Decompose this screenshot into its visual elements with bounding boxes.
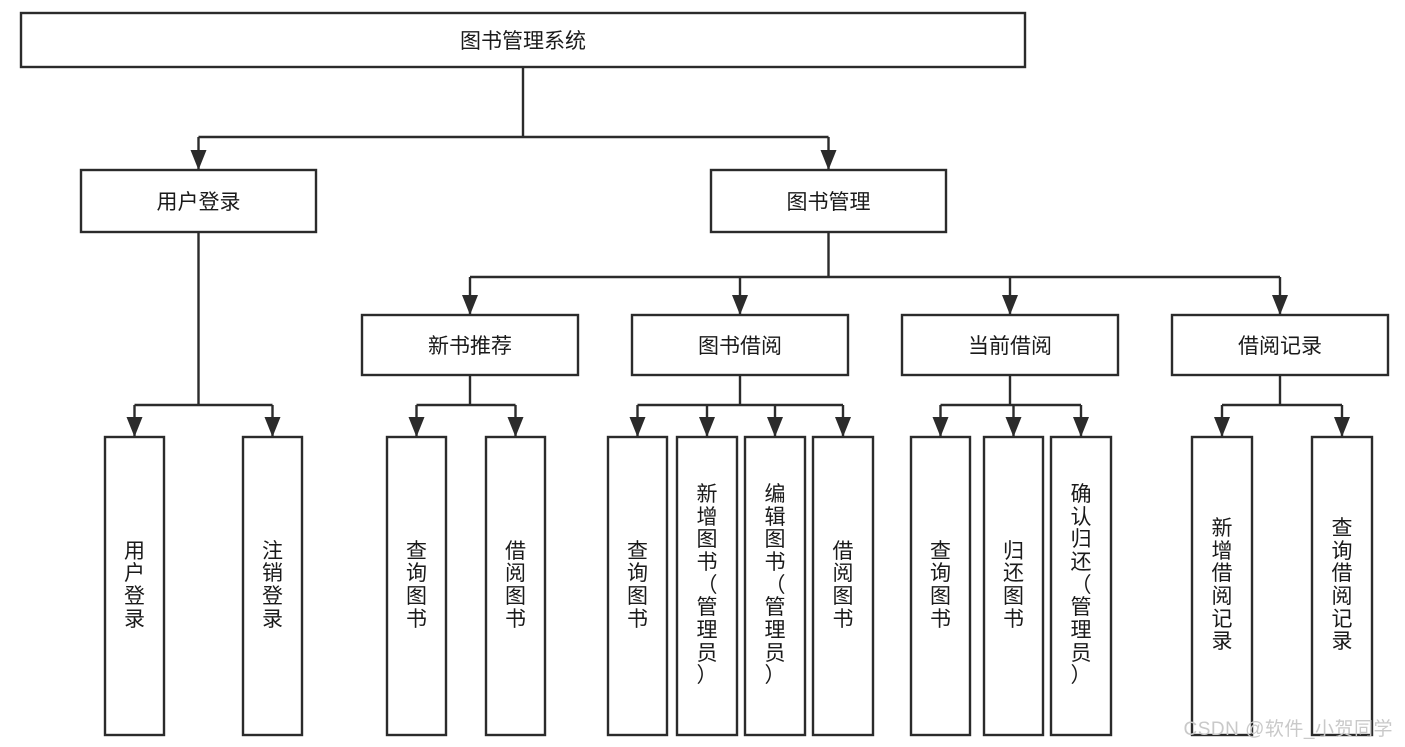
arrow-head-icon-leaf-return-book bbox=[1005, 417, 1022, 437]
arrow-head-icon-book-borrow bbox=[732, 295, 748, 315]
arrow-head-icon-current-borrow bbox=[1002, 295, 1018, 315]
arrow-head-icon-leaf-edit-book-admin bbox=[767, 417, 783, 437]
node-box-leaf-borrow-book-borrow[interactable] bbox=[811, 435, 875, 737]
csdn-watermark: CSDN @软件_小贺同学 bbox=[1183, 719, 1393, 740]
node-box-leaf-edit-book-admin[interactable] bbox=[743, 435, 807, 737]
node-box-current-borrow[interactable] bbox=[900, 313, 1120, 377]
arrow-head-icon-new-book-recommend bbox=[462, 295, 478, 315]
arrow-head-icon-user-login bbox=[190, 150, 207, 170]
node-box-root[interactable] bbox=[19, 11, 1027, 69]
arrow-head-icon-book-management bbox=[820, 150, 837, 170]
arrow-head-icon-leaf-logout bbox=[264, 417, 281, 437]
node-box-leaf-confirm-return-admin[interactable] bbox=[1049, 435, 1113, 737]
arrow-head-icon-leaf-borrow-book-borrow bbox=[835, 417, 851, 437]
node-box-leaf-query-book-borrow[interactable] bbox=[606, 435, 669, 737]
node-box-book-management[interactable] bbox=[709, 168, 948, 234]
arrow-head-icon-leaf-confirm-return-admin bbox=[1073, 417, 1089, 437]
arrow-head-icon-leaf-add-borrow-record bbox=[1214, 417, 1230, 437]
node-box-layer bbox=[19, 11, 1390, 737]
node-box-user-login[interactable] bbox=[79, 168, 318, 234]
arrow-head-icon-leaf-query-book-borrow bbox=[629, 417, 646, 437]
node-box-leaf-query-borrow-record[interactable] bbox=[1310, 435, 1374, 737]
arrow-head-icon-leaf-user-login bbox=[126, 417, 143, 437]
arrow-head-icon-leaf-query-borrow-record bbox=[1334, 417, 1350, 437]
node-box-book-borrow[interactable] bbox=[630, 313, 850, 377]
node-box-leaf-logout[interactable] bbox=[241, 435, 304, 737]
arrow-head-icon-leaf-query-book-current bbox=[932, 417, 949, 437]
node-box-leaf-query-book-current[interactable] bbox=[909, 435, 972, 737]
node-box-new-book-recommend[interactable] bbox=[360, 313, 580, 377]
arrow-head-icon-borrow-record bbox=[1272, 295, 1288, 315]
arrow-head-icon-leaf-borrow-book-recommend bbox=[507, 417, 524, 437]
node-box-leaf-user-login[interactable] bbox=[103, 435, 166, 737]
arrow-head-icon-leaf-query-book-recommend bbox=[408, 417, 425, 437]
node-box-leaf-add-borrow-record[interactable] bbox=[1190, 435, 1254, 737]
connector-layer bbox=[126, 67, 1350, 437]
node-box-borrow-record[interactable] bbox=[1170, 313, 1390, 377]
node-box-leaf-query-book-recommend[interactable] bbox=[385, 435, 448, 737]
node-box-leaf-return-book[interactable] bbox=[982, 435, 1045, 737]
node-box-leaf-borrow-book-recommend[interactable] bbox=[484, 435, 547, 737]
node-box-leaf-add-book-admin[interactable] bbox=[675, 435, 739, 737]
arrow-head-icon-leaf-add-book-admin bbox=[699, 417, 715, 437]
